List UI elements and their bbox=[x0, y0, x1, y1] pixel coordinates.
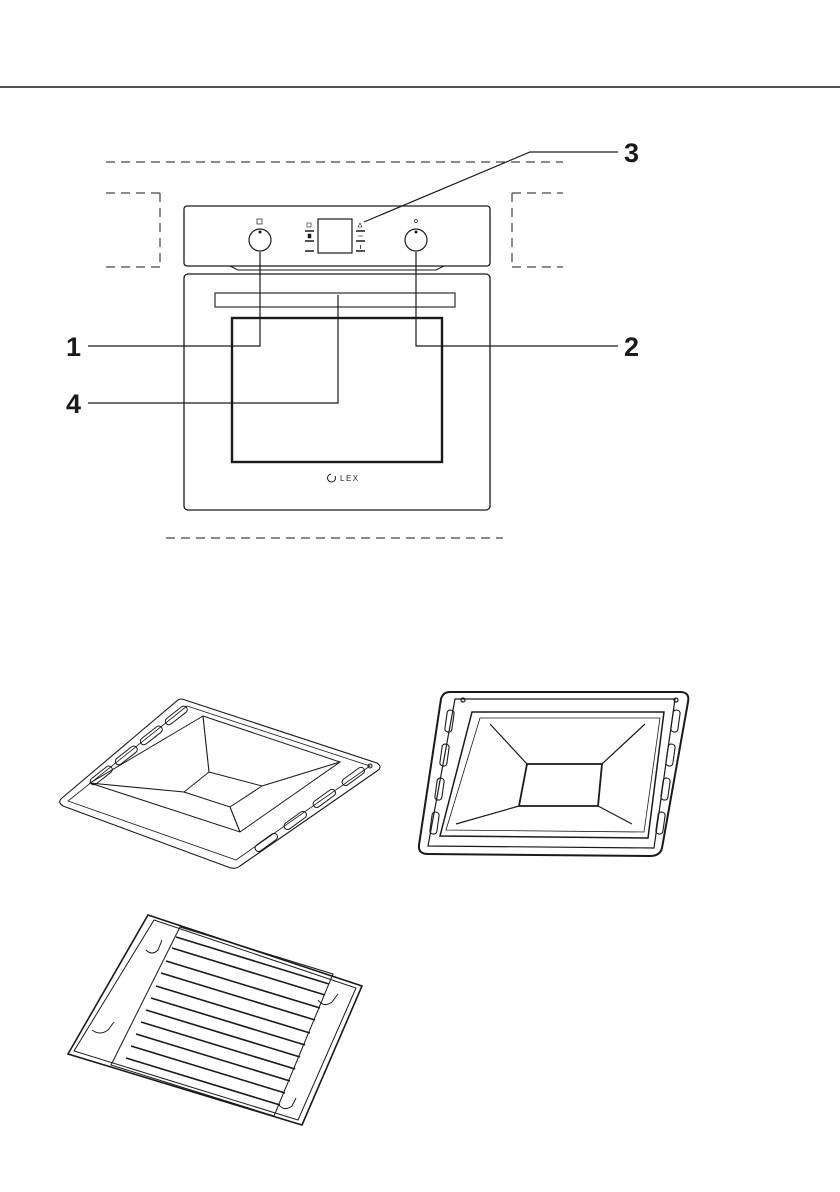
logo-mark bbox=[328, 474, 336, 482]
leader-lines bbox=[88, 152, 618, 403]
timer-display bbox=[305, 219, 365, 253]
installation-niche bbox=[106, 162, 563, 538]
callout-3: 3 bbox=[624, 138, 639, 168]
function-knob bbox=[249, 219, 271, 251]
door-window bbox=[232, 318, 442, 462]
callout-4: 4 bbox=[66, 389, 81, 419]
wire-grill-rack bbox=[68, 915, 362, 1125]
baking-tray-deep bbox=[419, 692, 688, 856]
callout-2: 2 bbox=[624, 332, 639, 362]
baking-tray-shallow bbox=[60, 699, 380, 868]
callout-1: 1 bbox=[66, 332, 81, 362]
door-handle bbox=[215, 293, 455, 307]
oven-door bbox=[184, 274, 490, 510]
oven-brand-label: LEX bbox=[340, 474, 360, 483]
control-panel bbox=[184, 206, 490, 266]
temperature-knob bbox=[405, 220, 427, 252]
